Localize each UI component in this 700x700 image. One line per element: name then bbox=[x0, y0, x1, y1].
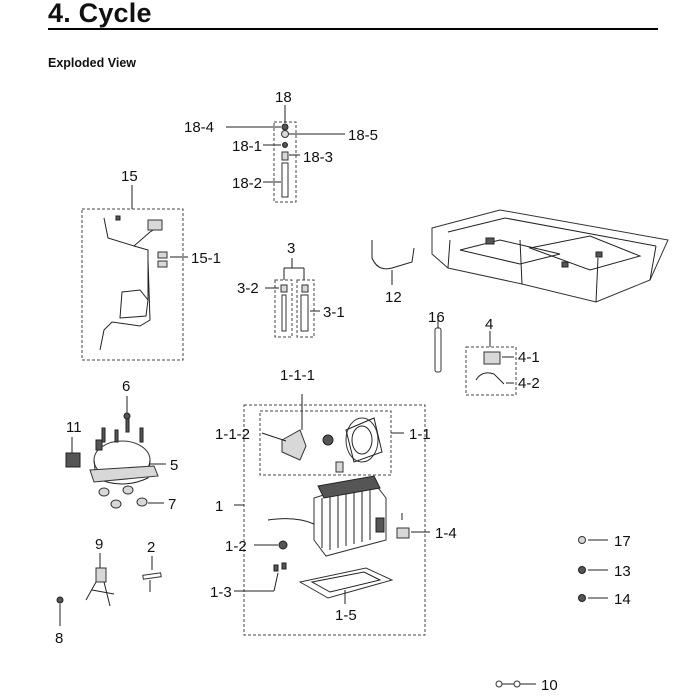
part-1-1-fan-set bbox=[281, 417, 383, 473]
part-1-1-shroud bbox=[345, 417, 379, 463]
compressor-base-plate bbox=[89, 465, 159, 483]
part-1-1-hub bbox=[322, 434, 334, 446]
part-4-2-wire bbox=[475, 372, 505, 385]
callout-1-1-2: 1-1-2 bbox=[215, 426, 250, 443]
callout-5: 5 bbox=[170, 457, 178, 474]
section-title: 4. Cycle bbox=[48, 0, 152, 28]
callout-11: 11 bbox=[66, 419, 82, 436]
part-18-5-cap bbox=[281, 130, 289, 138]
part-3-2-tube bbox=[281, 294, 287, 332]
callout-18-3: 18-3 bbox=[303, 149, 333, 166]
part-15-1-fitting-a bbox=[157, 251, 168, 259]
part-18-2-tube bbox=[281, 162, 289, 198]
part-4-1-relay bbox=[483, 351, 501, 365]
base-frame bbox=[431, 209, 669, 303]
part-11-terminal bbox=[65, 452, 81, 468]
part-15-valve bbox=[147, 219, 163, 231]
part-18-3-fitting bbox=[281, 151, 289, 161]
callout-1-3: 1-3 bbox=[210, 584, 232, 601]
part-14-nut bbox=[578, 594, 586, 602]
part-18-1-seal bbox=[282, 142, 288, 148]
part-3-2-fitting bbox=[280, 284, 288, 293]
title-rule bbox=[48, 28, 658, 30]
group-box-1-1 bbox=[259, 410, 392, 476]
part-2-bracket bbox=[142, 572, 162, 580]
part-3-1-fitting bbox=[301, 284, 309, 293]
part-1-1-2-fan-blade bbox=[281, 429, 307, 461]
callout-12: 12 bbox=[385, 289, 402, 306]
part-17-washer bbox=[578, 536, 586, 544]
callout-9: 9 bbox=[95, 536, 103, 553]
subtitle: Exploded View bbox=[48, 56, 136, 70]
callout-18-5: 18-5 bbox=[348, 127, 378, 144]
group-box-4 bbox=[465, 346, 517, 396]
part-9-harness bbox=[85, 567, 115, 607]
callout-18-4: 18-4 bbox=[184, 119, 214, 136]
callout-3-1: 3-1 bbox=[323, 304, 345, 321]
callout-1: 1 bbox=[215, 498, 223, 515]
callout-6: 6 bbox=[122, 378, 130, 395]
part-18-assembly bbox=[281, 123, 289, 198]
part-1-2-grommet bbox=[278, 540, 288, 550]
callout-3-2: 3-2 bbox=[237, 280, 259, 297]
callout-1-2: 1-2 bbox=[225, 538, 247, 555]
part-1-condenser bbox=[267, 475, 387, 557]
callout-18: 18 bbox=[275, 89, 292, 106]
callout-8: 8 bbox=[55, 630, 63, 647]
callout-17: 17 bbox=[614, 533, 631, 550]
callout-2: 2 bbox=[147, 539, 155, 556]
part-15-1-fitting-b bbox=[157, 260, 168, 268]
callout-18-2: 18-2 bbox=[232, 175, 262, 192]
group-box-3-1 bbox=[296, 279, 315, 338]
callout-18-1: 18-1 bbox=[232, 138, 262, 155]
callout-1-1-1: 1-1-1 bbox=[280, 367, 315, 384]
part-1-3-screw-b bbox=[281, 562, 287, 570]
group-box-1 bbox=[243, 404, 426, 636]
part-1-3-screw-a bbox=[273, 564, 279, 572]
part-7-grommets bbox=[98, 485, 148, 509]
callout-3: 3 bbox=[287, 240, 295, 257]
group-box-15 bbox=[81, 208, 184, 361]
part-18-4-ring bbox=[281, 123, 289, 131]
callout-14: 14 bbox=[614, 591, 631, 608]
part-13-nut bbox=[578, 566, 586, 574]
part-1-4-clip bbox=[396, 527, 410, 539]
callout-10: 10 bbox=[541, 677, 558, 694]
part-3-1-drier bbox=[300, 294, 309, 332]
part-15-pipe-assembly bbox=[99, 215, 163, 351]
callout-15: 15 bbox=[121, 168, 138, 185]
part-12-pipe bbox=[371, 240, 415, 270]
part-1-5-drain-tray bbox=[298, 567, 394, 599]
part-10-connector bbox=[495, 680, 521, 688]
callout-1-5: 1-5 bbox=[335, 607, 357, 624]
part-8-screw bbox=[56, 596, 64, 604]
callout-13: 13 bbox=[614, 563, 631, 580]
callout-4-1: 4-1 bbox=[518, 349, 540, 366]
callout-15-1: 15-1 bbox=[191, 250, 221, 267]
part-5-compressor bbox=[89, 439, 159, 485]
callout-1-1: 1-1 bbox=[409, 426, 431, 443]
callout-4: 4 bbox=[485, 316, 493, 333]
part-6-bolts bbox=[101, 412, 144, 443]
part-16-rod bbox=[434, 327, 442, 373]
callout-16: 16 bbox=[428, 309, 445, 326]
group-box-3-2 bbox=[274, 279, 293, 338]
callout-1-4: 1-4 bbox=[435, 525, 457, 542]
part-3-drier-set bbox=[280, 284, 309, 332]
callout-7: 7 bbox=[168, 496, 176, 513]
callout-4-2: 4-2 bbox=[518, 375, 540, 392]
